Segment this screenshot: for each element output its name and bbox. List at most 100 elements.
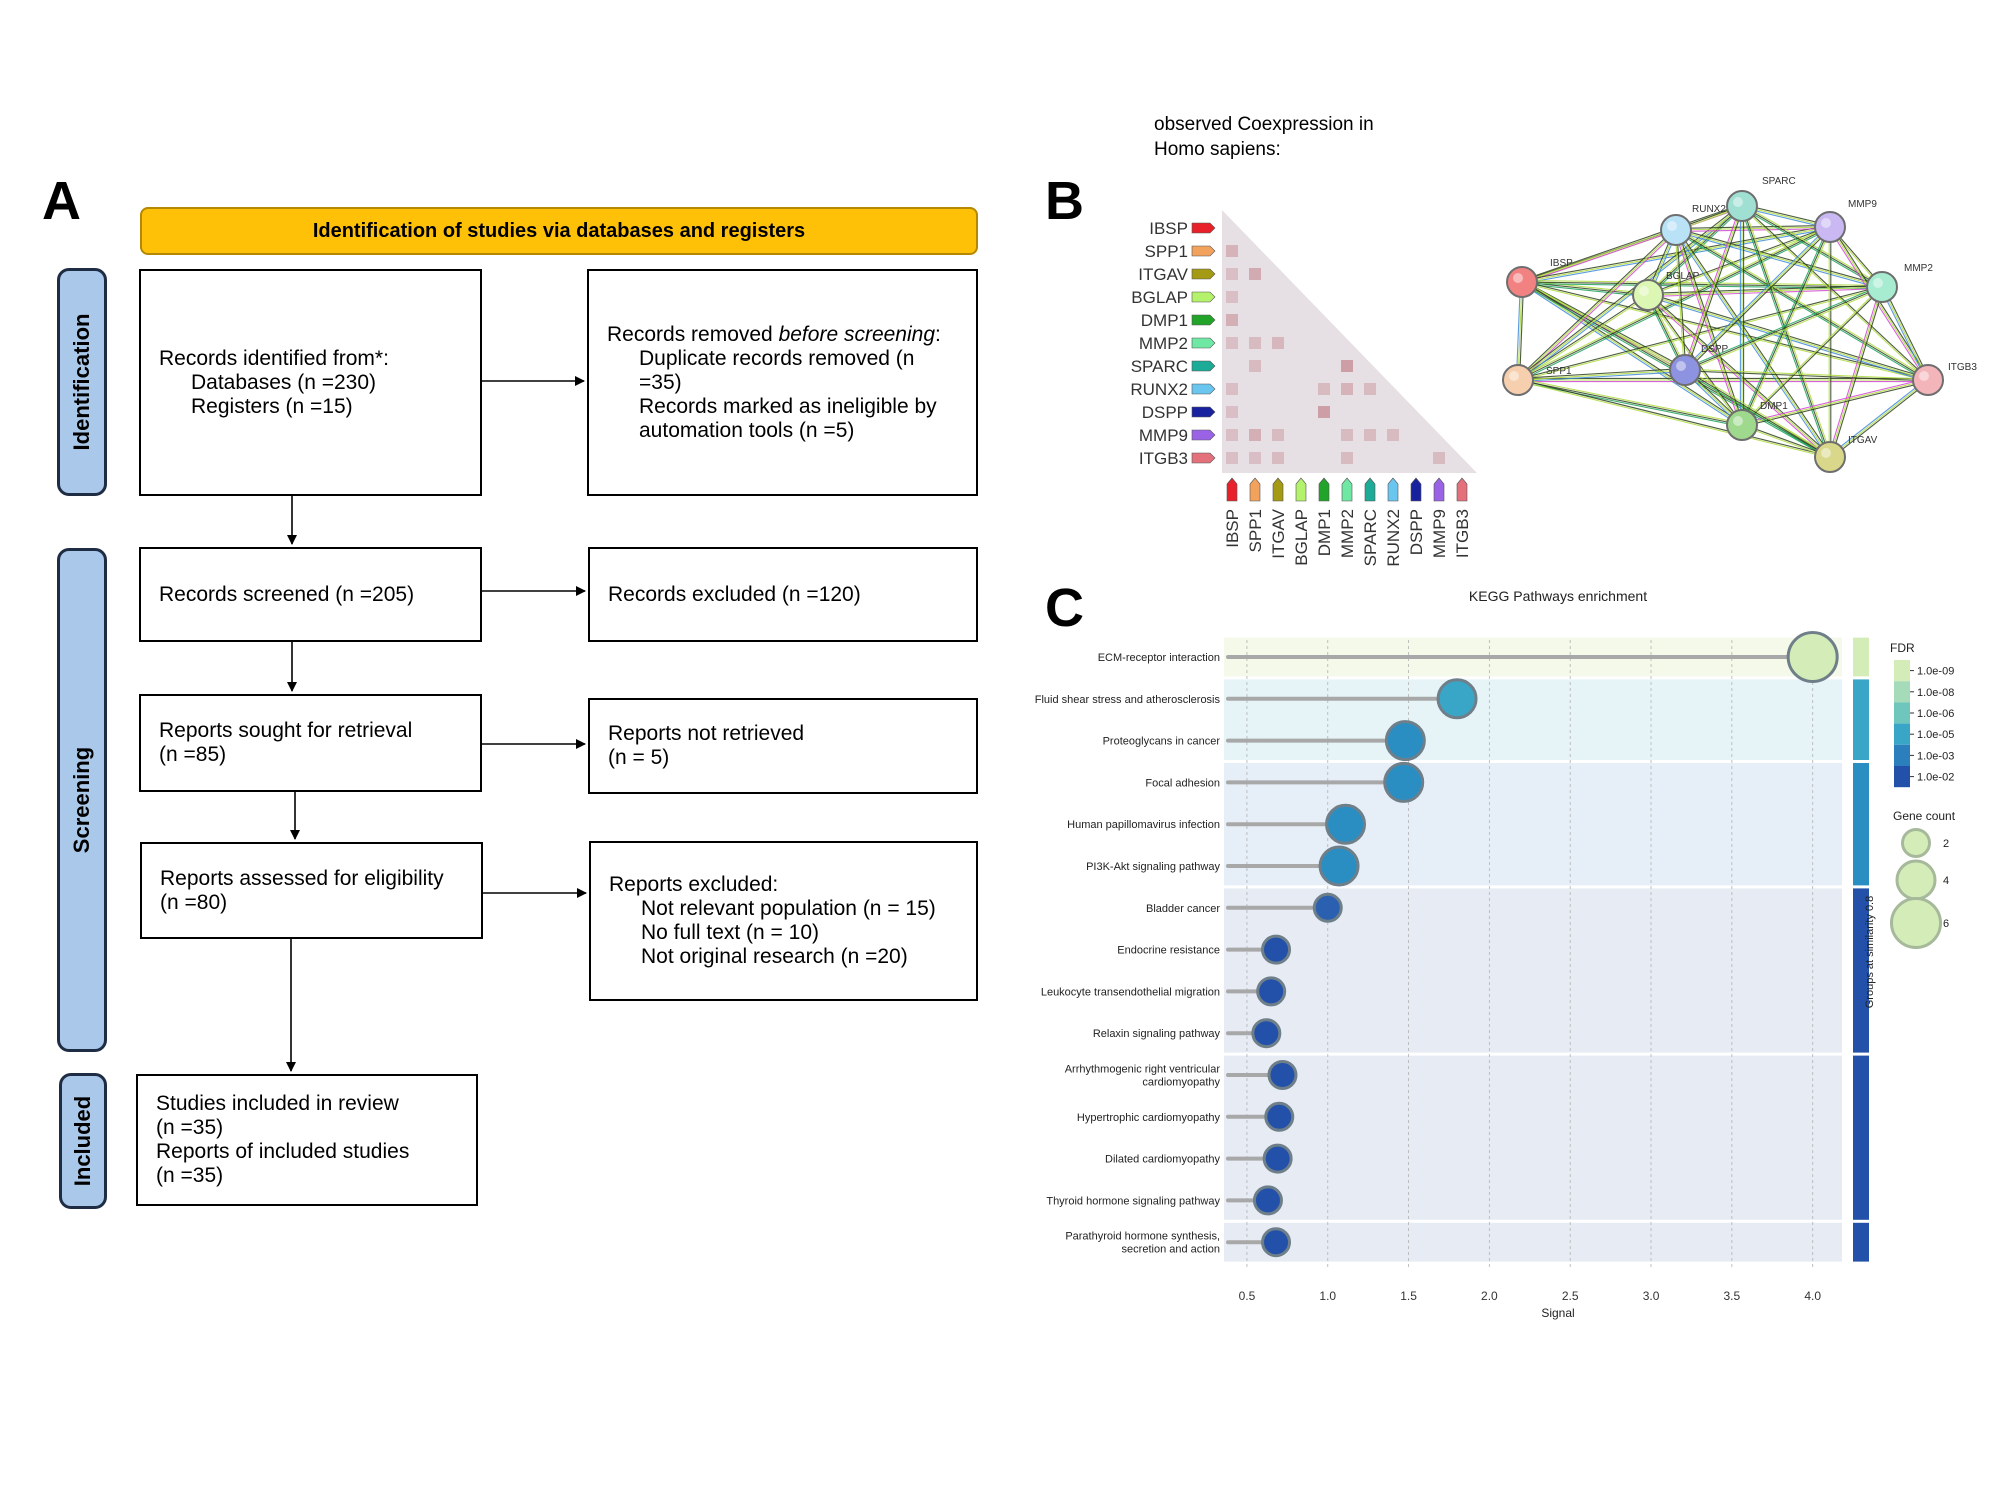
kegg-group-bar: [1853, 679, 1869, 760]
kegg-pathway-label: PI3K-Akt signaling pathway: [1086, 861, 1220, 873]
network-edge: [1742, 205, 1833, 457]
kegg-pathway-label: Parathyroid hormone synthesis,: [1065, 1231, 1220, 1243]
legend-fdr-label: 1.0e-09: [1917, 666, 1954, 678]
network-node-highlight: [1919, 371, 1929, 381]
coexp-row-label: IBSP: [1149, 219, 1188, 238]
coexp-col-marker: [1341, 477, 1353, 502]
coexp-row-label: SPP1: [1145, 242, 1188, 261]
network-edge: [1684, 369, 1831, 458]
network-node-label: MMP2: [1904, 263, 1933, 274]
network-node-circle: [1669, 354, 1701, 386]
network-node-circle: [1726, 190, 1758, 222]
network-edge: [1676, 227, 1883, 286]
network-edge: [1648, 292, 1929, 379]
network-edge: [1517, 379, 1743, 426]
kegg-point: [1786, 631, 1839, 683]
network-node-label: ITGAV: [1848, 435, 1878, 446]
network-edge: [1675, 229, 1883, 288]
network-edge: [1518, 287, 1883, 382]
coexp-cell: [1364, 383, 1376, 395]
kegg-pathway-label: ECM-receptor interaction: [1098, 652, 1220, 664]
network-node-ibsp: IBSP: [1506, 258, 1573, 298]
coexp-col-label: ITGAV: [1269, 508, 1288, 558]
network-edge: [1673, 230, 1742, 426]
legend-fdr-swatch: [1894, 702, 1910, 724]
legend-size-circle: [1901, 828, 1931, 858]
kegg-group-bar: [1853, 888, 1869, 1053]
kegg-point: [1264, 1101, 1295, 1132]
network-node-circle: [1632, 279, 1664, 311]
network-edge: [1521, 281, 1743, 426]
kegg-group-bar: [1853, 1055, 1869, 1220]
panel-b-label: B: [1045, 171, 1084, 231]
kegg-point: [1267, 1060, 1298, 1090]
coexp-cell: [1226, 291, 1238, 303]
network-edges: [1515, 203, 1930, 459]
coexp-row-label: ITGAV: [1138, 265, 1188, 284]
coexp-cell: [1226, 268, 1238, 280]
coexp-col-label: IBSP: [1223, 509, 1242, 548]
coexp-row-marker: [1191, 337, 1216, 349]
network-edge: [1742, 287, 1883, 426]
network-node-highlight: [1639, 286, 1649, 296]
records-removed-duplicates: Duplicate records removed (n =35): [639, 346, 915, 394]
network-edge: [1675, 231, 1882, 290]
network-node-bglap: BGLAP: [1632, 271, 1700, 311]
network-node-label: SPARC: [1762, 176, 1796, 187]
reports-sought-line2: (n =85): [159, 743, 227, 766]
network-node-circle: [1814, 441, 1846, 473]
coexp-cell: [1249, 360, 1261, 372]
network-node-highlight: [1733, 416, 1743, 426]
coexp-col-marker: [1318, 477, 1330, 502]
network-edge: [1517, 229, 1677, 381]
kegg-xtick-label: 3.5: [1724, 1289, 1741, 1303]
network-edge: [1741, 377, 1928, 424]
network-node-runx2: RUNX2: [1660, 204, 1726, 246]
kegg-xtick-label: 1.5: [1400, 1289, 1417, 1303]
coexp-cell: [1226, 245, 1238, 257]
network-edge: [1685, 368, 1929, 380]
coexp-cell: [1364, 429, 1376, 441]
coexp-row-label: DMP1: [1141, 311, 1188, 330]
coexp-row-label: BGLAP: [1131, 288, 1188, 307]
coexp-col-marker: [1364, 477, 1376, 502]
coexp-col-marker: [1433, 477, 1445, 502]
network-edge: [1676, 228, 1930, 380]
network-node-circle: [1502, 364, 1534, 396]
reports-excluded-fulltext: No full text (n = 10): [641, 921, 819, 944]
reports-sought-box: Reports sought for retrieval (n =85): [139, 694, 482, 792]
network-edge: [1675, 229, 1743, 426]
kegg-xtick-label: 2.0: [1481, 1289, 1498, 1303]
network-edge: [1742, 381, 1929, 428]
coexp-col-marker: [1295, 477, 1307, 502]
network-node-circle: [1726, 409, 1758, 441]
kegg-xlabel: Signal: [1541, 1306, 1574, 1320]
network-edge: [1674, 230, 1685, 371]
network-edge: [1829, 286, 1883, 458]
network-node-dspp: DSPP: [1669, 344, 1729, 386]
coexp-col-label: BGLAP: [1292, 509, 1311, 566]
kegg-xtick-label: 3.0: [1643, 1289, 1660, 1303]
coexp-row-label: DSPP: [1142, 403, 1188, 422]
network-edge: [1685, 368, 1832, 457]
kegg-pathway-label: Hypertrophic cardiomyopathy: [1077, 1112, 1221, 1124]
legend-fdr-label: 1.0e-02: [1917, 772, 1954, 784]
reports-not-retrieved-box: Reports not retrieved (n = 5): [588, 698, 978, 794]
legend-fdr-swatch: [1894, 744, 1910, 766]
kegg-xtick-label: 2.5: [1562, 1289, 1579, 1303]
network-edge: [1518, 377, 1743, 424]
network-edge: [1831, 287, 1885, 458]
records-excluded-box: Records excluded (n =120): [588, 547, 978, 642]
included-line4: (n =35): [156, 1164, 224, 1187]
network-node-label: IBSP: [1550, 258, 1573, 269]
kegg-point: [1262, 1143, 1293, 1174]
coexp-row-label: MMP2: [1139, 334, 1188, 353]
network-edge: [1646, 204, 1742, 295]
legend-fdr-label: 1.0e-08: [1917, 687, 1954, 699]
coexp-row-label: RUNX2: [1130, 380, 1188, 399]
network-edge: [1519, 282, 1525, 381]
included-line2: (n =35): [156, 1116, 224, 1139]
network-node-sparc: SPARC: [1726, 176, 1796, 222]
coexp-cell: [1226, 452, 1238, 464]
kegg-pathway-label: Bladder cancer: [1146, 903, 1220, 915]
